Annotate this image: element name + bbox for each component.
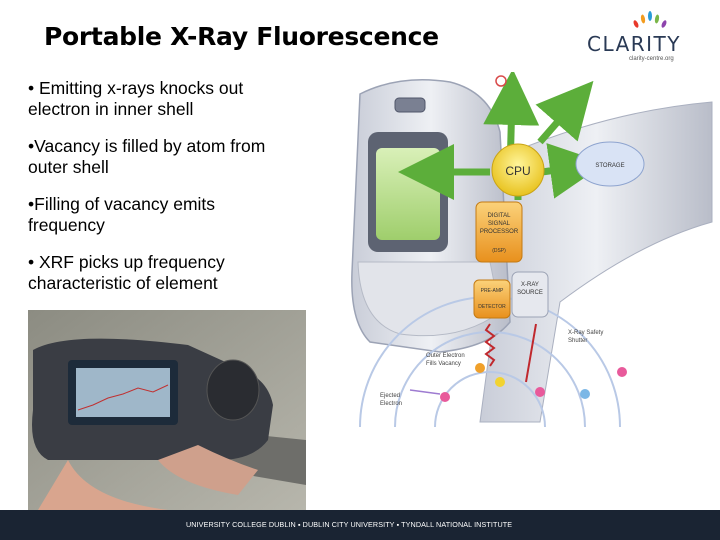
preamp-label: PRE-AMP [481,288,504,294]
dsp-label: SIGNAL [488,221,511,227]
dsp-label: PROCESSOR [480,229,519,235]
bullet-item: • Emitting x-rays knocks out electron in… [28,78,244,119]
logo-tagline: clarity-centre.org [629,56,674,62]
dsp-label: DIGITAL [488,213,512,219]
detector-node [473,279,511,319]
analyzer-display-screen [376,148,440,240]
signal-arrows [398,72,606,262]
electron [495,377,505,387]
ejected-electron-label: Ejected [380,393,400,399]
slide-title: Portable X-Ray Fluorescence [44,22,439,51]
analyzer-lower-housing [357,261,501,337]
dsp-node [475,201,523,263]
xray-source-label: X-RAY [521,282,539,288]
outer-electron-label: Outer Electron [426,353,465,359]
analyzer-nav-button [394,97,426,113]
bullet-item: •Filling of vacancy emits frequency [28,194,216,235]
electron [475,363,485,373]
logo-drops-icon [633,11,667,28]
bullet-list: • Emitting x-rays knocks out electron in… [28,78,278,310]
power-icon [495,75,507,87]
xray-source-node [511,271,549,318]
storage-node [575,141,645,187]
shutter-label: X-Ray Safety [568,330,603,336]
shutter-label: Shutter [568,338,587,344]
bullet-item: • XRF picks up frequency characteristic … [28,252,225,293]
logo-wordmark: CLARITY [587,32,681,56]
dsp-label: (DSP) [492,248,506,254]
electron [580,389,590,399]
clarity-logo: CLARITY clarity-centre.org [585,8,697,68]
bullet-item: •Vacancy is filled by atom from outer sh… [28,136,266,177]
storage-label: STORAGE [595,163,624,169]
ejected-electron-label: Electron [380,401,402,407]
cpu-node [491,143,545,197]
electron [617,367,627,377]
detector-label: DETECTOR [478,304,506,310]
xrf-device-photo [28,310,306,510]
cpu-label: CPU [505,164,530,178]
xray-arrows [484,323,537,383]
outer-electron-label: Fills Vacancy [426,361,461,367]
footer-bar: UNIVERSITY COLLEGE DUBLIN ▪ DUBLIN CITY … [0,510,720,540]
xrf-analyzer-diagram: CPU STORAGE DIGITAL SIGNAL PROCESSOR (DS… [351,72,713,427]
electron [440,392,450,402]
footer-institutions: UNIVERSITY COLLEGE DUBLIN ▪ DUBLIN CITY … [186,520,513,529]
device-dial [206,359,260,421]
xray-source-label: SOURCE [517,290,543,296]
ejected-electron-arrow [409,389,441,395]
electron [535,387,545,397]
